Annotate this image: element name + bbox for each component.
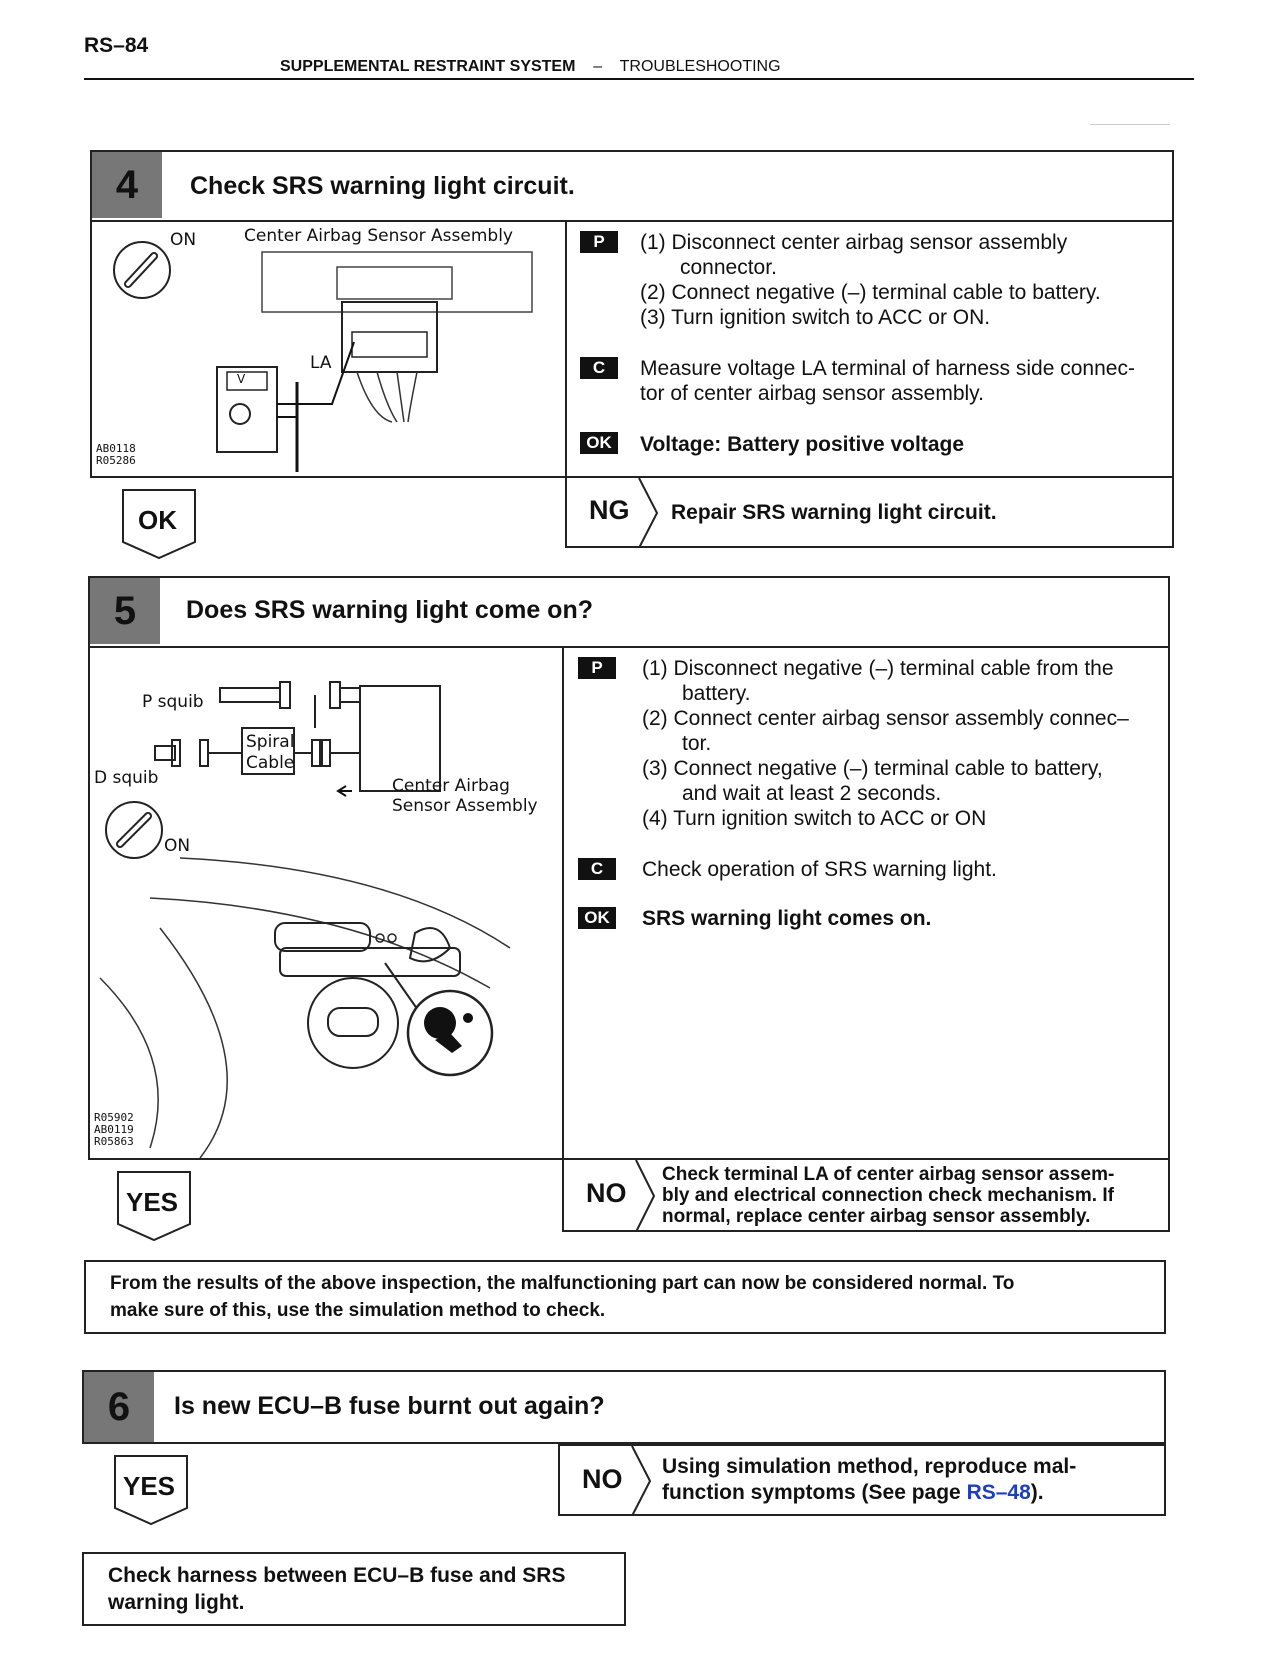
spiral-cable-label-2: Cable [246,753,295,773]
subsection-title: TROUBLESHOOTING [619,58,781,75]
no-branch-5[interactable]: NO Check terminal LA of center airbag se… [562,1158,1170,1232]
note-line: From the results of the above inspection… [110,1273,1015,1294]
step-5-title-rule [90,646,1168,648]
ignition-on-label: ON [170,230,197,250]
no-branch-label: NO [586,1178,627,1208]
step-6-title: Is new ECU–B fuse burnt out again? [174,1392,605,1420]
branch-arrow-shape [122,489,196,560]
procedure-line: tor. [682,732,712,755]
step-5-divider [562,646,564,1158]
procedure-line: (3) Turn ignition switch to ACC or ON. [640,306,991,329]
check-line: Measure voltage LA terminal of harness s… [640,357,1135,380]
d-squib-label: D squib [94,768,159,788]
step-6-number: 6 [84,1372,154,1442]
no-branch-label-6: NO [582,1464,623,1494]
figure-code: AB0119 [94,1123,134,1136]
step-4-divider [565,220,567,476]
step-5-box [88,576,1170,1160]
ng-branch-label: NG [589,495,630,525]
step-4-ok-criteria: Voltage: Battery positive voltage [640,433,965,456]
next-step-box: Check harness between ECU–B fuse and SRS… [82,1552,626,1626]
branch-chevron [638,478,659,548]
branch-chevron [635,1160,656,1232]
ng-branch[interactable]: NG Repair SRS warning light circuit. [565,476,1174,548]
check-tag-c: C [580,357,618,379]
ok-tag-5: OK [578,907,616,929]
action-line: function symptoms (See page RS–48). [662,1480,1076,1506]
spiral-cable-label-1: Spiral [246,732,295,752]
yes-branch-label: YES [126,1187,179,1217]
procedure-tag-p: P [580,231,618,253]
branch-arrow-shape [114,1455,188,1526]
sensor-assembly-label: Center Airbag Sensor Assembly [244,226,513,246]
next-step-line: Check harness between ECU–B fuse and SRS [108,1564,566,1587]
header-separator: – [593,58,603,75]
figure-codes-5: R05902 AB0119 R05863 [94,1112,134,1148]
header-rule [84,78,1194,80]
check-tag-c-5: C [578,858,616,880]
page-number: RS–84 [84,34,149,57]
figure-code: AB0118 [96,442,136,455]
note-line: make sure of this, use the simulation me… [110,1300,606,1321]
scan-mark [1090,124,1170,125]
check-line: tor of center airbag sensor assembly. [640,382,984,405]
sensor-label-2: Sensor Assembly [392,796,538,816]
procedure-line: (1) Disconnect center airbag sensor asse… [640,231,1068,254]
step-4-check: Measure voltage LA terminal of harness s… [640,356,1135,406]
procedure-line: (3) Connect negative (–) terminal cable … [642,757,1103,780]
figure-code: R05863 [94,1135,134,1148]
ng-branch-action: Repair SRS warning light circuit. [671,501,997,524]
sensor-label-1: Center Airbag [392,776,510,796]
p-squib-label: P squib [142,692,204,712]
la-terminal-label: LA [310,353,332,373]
ok-branch-label: OK [138,505,177,535]
step-4-box [90,150,1174,478]
step-6-box [82,1370,1166,1444]
procedure-tag-p-5: P [578,657,616,679]
procedure-line: (1) Disconnect negative (–) terminal cab… [642,657,1114,680]
voltmeter-mark: V [237,372,246,386]
action-line: Using simulation method, reproduce mal- [662,1455,1077,1478]
figure-code: R05286 [96,454,136,467]
action-line: normal, replace center airbag sensor ass… [662,1206,1091,1227]
step-4-title-rule [92,220,1172,222]
page-reference-link[interactable]: RS–48 [966,1481,1031,1504]
step-5-ok-criteria: SRS warning light comes on. [642,907,932,930]
step-5-procedure: (1) Disconnect negative (–) terminal cab… [642,656,1129,831]
action-text: function symptoms (See page [662,1481,967,1504]
procedure-line: (2) Connect center airbag sensor assembl… [642,707,1129,730]
step-4-title: Check SRS warning light circuit. [190,172,575,200]
simulation-note: From the results of the above inspection… [84,1260,1166,1334]
voltage-measurement-illustration [113,241,533,472]
procedure-line: (4) Turn ignition switch to ACC or ON [642,807,987,830]
figure-code: R05902 [94,1111,134,1124]
no-branch-action-6: Using simulation method, reproduce mal- … [662,1454,1076,1506]
yes-branch-label-6: YES [123,1471,176,1501]
squib-circuit-and-cluster-illustration [99,681,511,1158]
branch-chevron [631,1446,652,1516]
no-branch-action: Check terminal LA of center airbag senso… [662,1164,1114,1227]
section-title: SUPPLEMENTAL RESTRAINT SYSTEM [280,58,576,75]
step-5-number: 5 [90,578,160,644]
procedure-line: and wait at least 2 seconds. [682,782,942,805]
ignition-on-label-5: ON [164,836,191,856]
step-4-number: 4 [92,152,162,218]
figure-codes: AB0118 R05286 [96,443,136,467]
procedure-line: (2) Connect negative (–) terminal cable … [640,281,1101,304]
procedure-line: battery. [682,682,751,705]
step-5-check: Check operation of SRS warning light. [642,858,997,881]
step-4-procedure: (1) Disconnect center airbag sensor asse… [640,230,1101,330]
no-branch-6[interactable]: NO Using simulation method, reproduce ma… [558,1444,1166,1516]
branch-arrow-shape [117,1171,191,1242]
procedure-line: connector. [680,256,777,279]
action-line: bly and electrical connection check mech… [662,1185,1114,1206]
step-5-title: Does SRS warning light come on? [186,596,593,624]
ok-tag: OK [580,432,618,454]
action-line: Check terminal LA of center airbag senso… [662,1164,1115,1185]
action-text: ). [1030,1481,1044,1504]
next-step-line: warning light. [108,1591,245,1614]
running-header: SUPPLEMENTAL RESTRAINT SYSTEM – TROUBLES… [280,58,781,76]
